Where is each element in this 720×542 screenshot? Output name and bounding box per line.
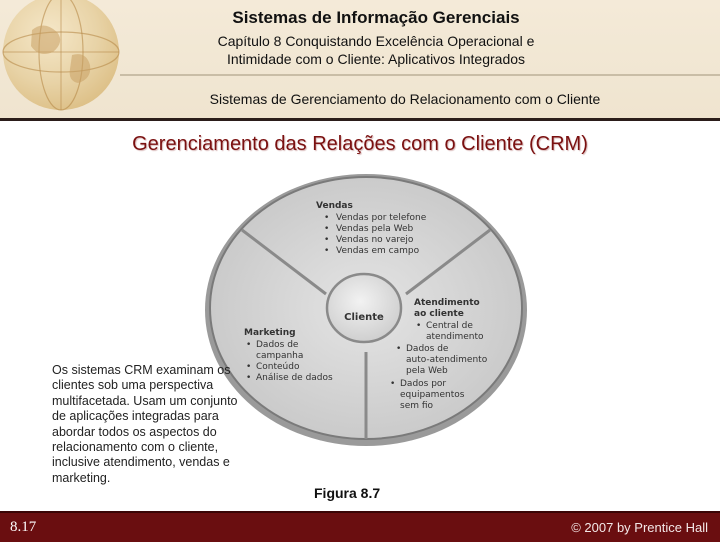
copyright-notice: © 2007 by Prentice Hall — [571, 520, 708, 535]
marketing-bullet-1: • — [246, 340, 251, 350]
vendas-bullet-3: • — [324, 235, 329, 245]
crm-description: Os sistemas CRM examinam os clientes sob… — [52, 363, 238, 485]
course-title: Sistemas de Informação Gerenciais — [232, 8, 520, 27]
chapter-subtitle-line1: Capítulo 8 Conquistando Excelência Opera… — [217, 33, 535, 49]
atendimento-item-3-l3: sem fio — [400, 401, 434, 411]
atendimento-bullet-3: • — [390, 379, 395, 389]
atendimento-item-1-l2: atendimento — [426, 332, 484, 342]
vendas-item-4: Vendas em campo — [336, 246, 420, 256]
globe-icon — [2, 0, 120, 111]
sector-marketing: Marketing • Dados de campanha • Conteúdo… — [244, 328, 333, 383]
figure-caption: Figura 8.7 — [314, 485, 381, 501]
marketing-item-1-l2: campanha — [256, 351, 303, 361]
vendas-bullet-2: • — [324, 224, 329, 234]
marketing-heading: Marketing — [244, 328, 296, 338]
marketing-bullet-2: • — [246, 362, 251, 372]
atendimento-item-3-l2: equipamentos — [400, 390, 465, 400]
header-divider — [120, 74, 720, 76]
center-label: Cliente — [344, 312, 384, 323]
atendimento-bullet-2: • — [396, 344, 401, 354]
marketing-item-3: Análise de dados — [256, 373, 333, 383]
divider-top-right — [405, 228, 491, 296]
slide-title: Gerenciamento das Relações com o Cliente… — [132, 133, 588, 155]
slide-footer: 8.17 © 2007 by Prentice Hall — [0, 511, 720, 542]
marketing-bullet-3: • — [246, 373, 251, 383]
vendas-heading: Vendas — [316, 201, 353, 211]
sector-vendas: Vendas • Vendas por telefone • Vendas pe… — [316, 201, 427, 256]
atendimento-heading-1: Atendimento — [414, 298, 480, 308]
crm-diagram: Cliente Vendas • Vendas por telefone • V… — [178, 168, 554, 446]
center-circle — [325, 272, 403, 344]
header-bottom-border — [0, 118, 720, 121]
sector-atendimento: Atendimento ao cliente • Central de aten… — [390, 298, 488, 411]
atendimento-heading-2: ao cliente — [414, 309, 464, 319]
crm-diagram-svg: Cliente Vendas • Vendas por telefone • V… — [205, 174, 527, 446]
vendas-item-1: Vendas por telefone — [336, 213, 427, 223]
page-number: 8.17 — [10, 519, 37, 535]
atendimento-item-2-l2: auto-atendimento — [406, 355, 488, 365]
divider-top-left — [241, 228, 327, 296]
atendimento-item-3-l1: Dados por — [400, 379, 446, 389]
atendimento-item-1-l1: Central de — [426, 321, 473, 331]
atendimento-bullet-1: • — [416, 321, 421, 331]
vendas-item-3: Vendas no varejo — [336, 235, 414, 245]
vendas-bullet-4: • — [324, 246, 329, 256]
slide-header: Sistemas de Informação Gerenciais Capítu… — [0, 0, 720, 120]
marketing-item-2: Conteúdo — [256, 362, 300, 372]
vendas-bullet-1: • — [324, 213, 329, 223]
section-title: Sistemas de Gerenciamento do Relacioname… — [209, 91, 601, 107]
vendas-item-2: Vendas pela Web — [336, 224, 414, 234]
atendimento-item-2-l3: pela Web — [406, 366, 448, 376]
chapter-subtitle: Capítulo 8 Conquistando Excelência Opera… — [150, 32, 602, 68]
atendimento-item-2-l1: Dados de — [406, 344, 449, 354]
chapter-subtitle-line2: Intimidade com o Cliente: Aplicativos In… — [226, 51, 526, 67]
marketing-item-1-l1: Dados de — [256, 340, 299, 350]
